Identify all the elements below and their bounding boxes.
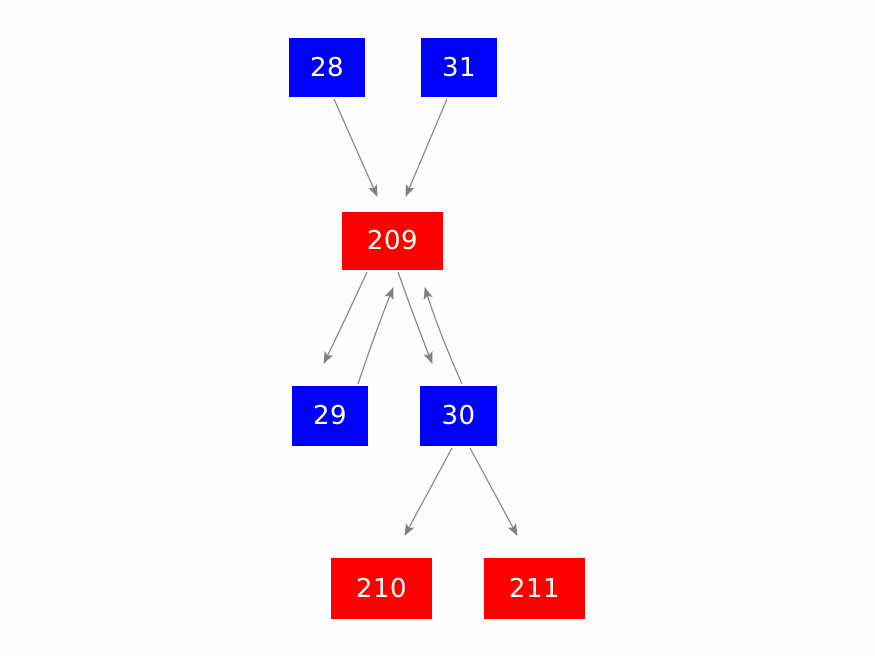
node-29[interactable]: 29 — [292, 386, 368, 446]
node-label-29: 29 — [312, 401, 348, 431]
edge-209-to-30 — [397, 271, 433, 364]
node-31[interactable]: 31 — [421, 38, 497, 97]
node-label-210: 210 — [355, 573, 408, 604]
edge-30-to-209 — [423, 287, 463, 385]
node-209[interactable]: 209 — [342, 212, 443, 270]
node-30[interactable]: 30 — [420, 386, 497, 446]
node-label-209: 209 — [366, 226, 419, 256]
edge-209-to-29 — [323, 271, 368, 364]
node-label-211: 211 — [508, 573, 561, 604]
edge-28-to-209 — [333, 98, 378, 197]
edge-29-to-209 — [357, 287, 394, 385]
node-28[interactable]: 28 — [289, 38, 365, 97]
node-label-28: 28 — [309, 52, 345, 83]
edge-31-to-209 — [405, 98, 448, 197]
node-label-31: 31 — [441, 52, 477, 83]
edges-group — [323, 98, 518, 536]
edge-30-to-211 — [469, 447, 518, 536]
node-210[interactable]: 210 — [331, 558, 432, 619]
node-211[interactable]: 211 — [484, 558, 585, 619]
edge-30-to-210 — [404, 447, 453, 536]
node-label-30: 30 — [441, 401, 476, 431]
